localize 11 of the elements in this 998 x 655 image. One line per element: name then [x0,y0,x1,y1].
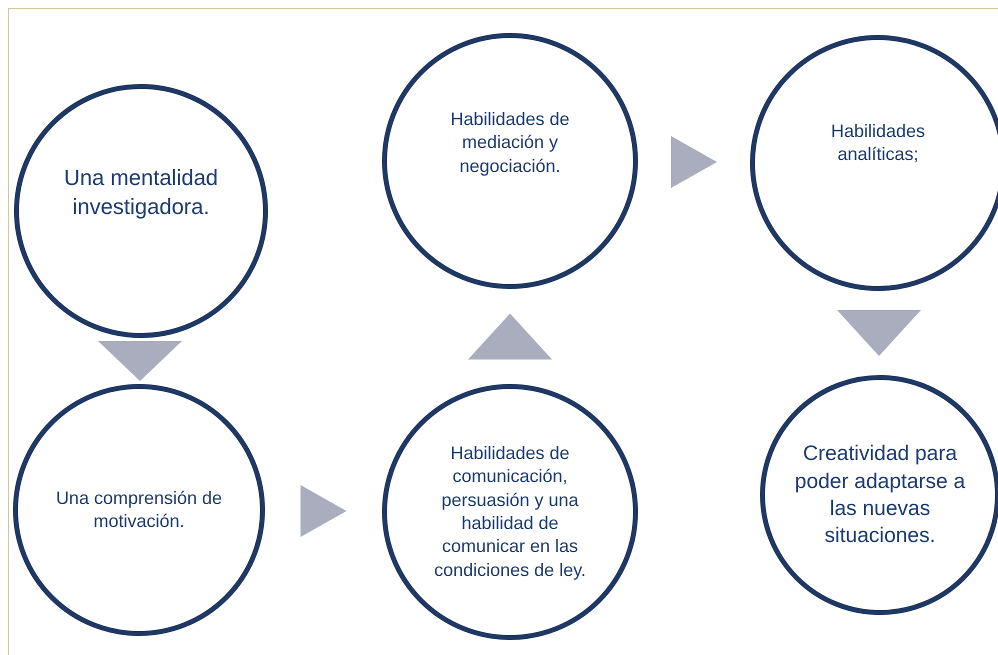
node-text: Habilidades analíticas; [830,120,926,166]
node-text: Una comprensión de motivación. [54,486,224,533]
node-text: Habilidades de comunicación, persuasión y una habilidad de comunicar en las condiciones de ley. [433,442,587,582]
chevron-arrow [300,485,346,537]
chevron-arrow [468,314,552,360]
chevron-arrow [837,310,921,356]
node-text: Creatividad para poder adaptarse a las nuevas situaciones. [794,441,966,550]
node-text: Una mentalidad investigadora. [62,164,220,221]
chevron-arrow [98,341,182,381]
chevron-arrow [671,136,717,188]
node-text: Habilidades de mediación y negociación. [449,108,571,178]
